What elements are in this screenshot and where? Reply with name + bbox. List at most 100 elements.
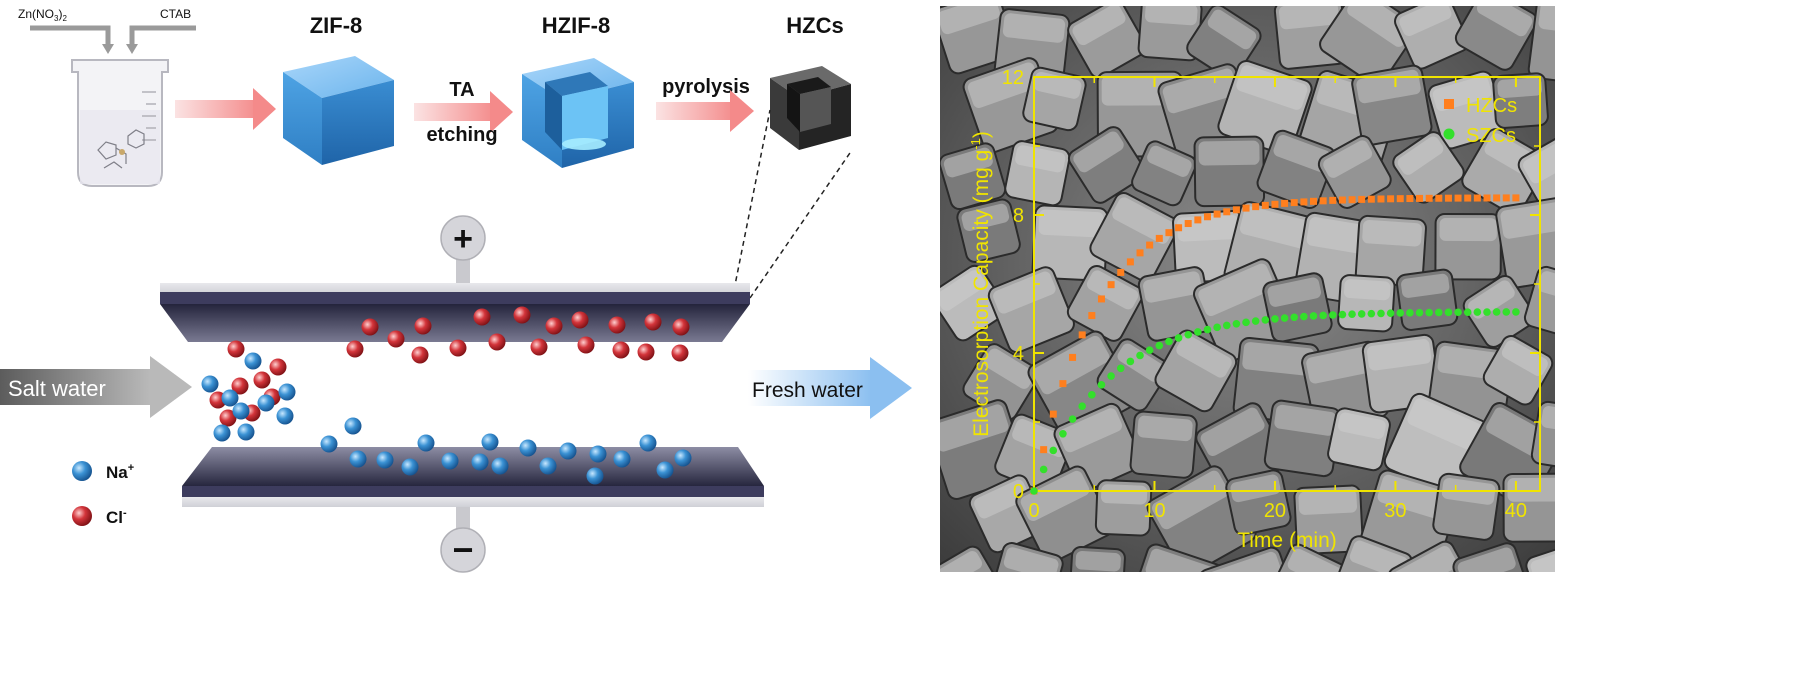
cl-ion	[411, 346, 429, 364]
sem-cube	[1131, 140, 1197, 207]
hzcs-data-point	[1493, 194, 1501, 202]
na-ion	[519, 439, 537, 457]
hzcs-data-point	[1367, 195, 1375, 203]
sem-cube	[1067, 126, 1146, 204]
hzcs-data-point	[1319, 197, 1327, 205]
szcs-data-point	[1059, 429, 1067, 438]
na-ion	[320, 435, 338, 453]
sem-cube	[1154, 329, 1238, 413]
hzcs-data-point	[1425, 194, 1433, 202]
reagent-zn-nitrate-label: Zn(NO3)2	[18, 7, 67, 23]
na-ion-legend-marker	[72, 461, 92, 481]
hzcs-data-point	[1146, 241, 1154, 249]
hzcs-data-point	[1213, 210, 1221, 218]
hzcs-data-point	[1194, 216, 1202, 224]
hzcs-data-point	[1290, 199, 1298, 207]
sem-cube	[1256, 129, 1336, 209]
hzcs-data-point	[1483, 194, 1491, 202]
szcs-data-point	[1502, 308, 1511, 316]
sem-cube	[1198, 546, 1304, 572]
cl-ion	[414, 317, 432, 335]
na-legend-label: Na+	[106, 462, 134, 482]
hzcs-data-point	[1464, 194, 1472, 202]
na-ion	[237, 423, 255, 441]
x-tick-label: 40	[1505, 500, 1527, 522]
szcs-data-point	[1386, 309, 1395, 317]
na-ion	[559, 442, 577, 460]
hzcs-data-point	[1377, 195, 1385, 203]
hzcs-data-point	[1232, 206, 1240, 214]
na-ion	[656, 461, 674, 479]
szcs-data-point	[1367, 309, 1376, 318]
szcs-data-point	[1078, 402, 1086, 410]
szcs-data-point	[1251, 317, 1260, 325]
cl-ion	[346, 340, 364, 358]
sem-cube	[1031, 204, 1109, 282]
hzcs-data-point	[1261, 201, 1269, 209]
szcs-data-point	[1290, 313, 1299, 322]
sem-cube	[1527, 6, 1555, 88]
szcs-data-point	[1328, 311, 1337, 319]
salt-water-label: Salt water	[8, 376, 106, 401]
sem-cube	[1492, 72, 1549, 129]
szcs-data-point	[1300, 312, 1308, 321]
fresh-water-arrow: Fresh water	[748, 357, 912, 419]
sem-cube	[940, 142, 1007, 211]
sem-cube	[1293, 484, 1364, 555]
szcs-data-point	[1473, 308, 1482, 316]
hzcs-data-point	[1444, 194, 1452, 202]
cl-ion	[473, 308, 491, 326]
sem-cube	[940, 6, 1017, 75]
szcs-data-point	[1348, 310, 1356, 319]
sem-cube	[1454, 6, 1538, 71]
sem-cube	[1559, 349, 1648, 438]
x-tick-label: 30	[1384, 500, 1406, 522]
legend-marker-square	[1444, 99, 1454, 109]
szcs-data-point	[1357, 310, 1366, 318]
szcs-data-point	[1338, 310, 1347, 319]
x-tick-label: 20	[1264, 500, 1286, 522]
sem-cube	[1354, 214, 1427, 288]
na-ion	[441, 452, 459, 470]
cl-ion	[637, 343, 655, 361]
hzcs-data-point	[1512, 194, 1520, 202]
sem-cube	[1558, 75, 1652, 169]
szcs-data-point	[1165, 337, 1173, 346]
na-ion	[221, 389, 239, 407]
na-ion	[257, 394, 275, 412]
sem-cube	[1395, 268, 1459, 331]
sem-cube	[1525, 534, 1555, 572]
na-ion	[278, 383, 296, 401]
cl-ion	[253, 371, 271, 389]
szcs-data-point	[1088, 391, 1096, 399]
hzcs-data-point	[1184, 220, 1192, 228]
szcs-data-point	[1396, 309, 1405, 317]
fresh-water-label: Fresh water	[752, 379, 863, 402]
szcs-data-point	[1425, 308, 1433, 317]
sem-cube	[987, 266, 1075, 354]
szcs-data-point	[1309, 312, 1318, 320]
ion-legend: Na+ Cl-	[72, 461, 134, 527]
data-marks	[1030, 194, 1520, 495]
sem-cube	[1523, 265, 1555, 340]
szcs-data-point	[1242, 318, 1250, 327]
hzcs-data-point	[1502, 194, 1510, 202]
hzcs-data-point	[1329, 196, 1337, 204]
na-ion	[244, 352, 262, 370]
cl-ion	[231, 377, 249, 395]
hzcs-data-point	[1252, 203, 1260, 211]
na-ion	[376, 451, 394, 469]
x-axis-label: Time (min)	[1237, 529, 1337, 552]
cl-ion	[513, 306, 531, 324]
szcs-data-point	[1280, 314, 1289, 322]
zif8-label: ZIF-8	[310, 13, 363, 38]
sem-cube	[1126, 543, 1224, 572]
szcs-data-point	[1030, 487, 1038, 495]
cl-ion	[449, 339, 467, 357]
y-axis-label: Electrosorption Capacity (mg g-1)	[968, 131, 993, 437]
sem-cube	[1327, 407, 1391, 472]
na-ion	[401, 458, 419, 476]
reagent-ctab-label: CTAB	[160, 7, 191, 21]
